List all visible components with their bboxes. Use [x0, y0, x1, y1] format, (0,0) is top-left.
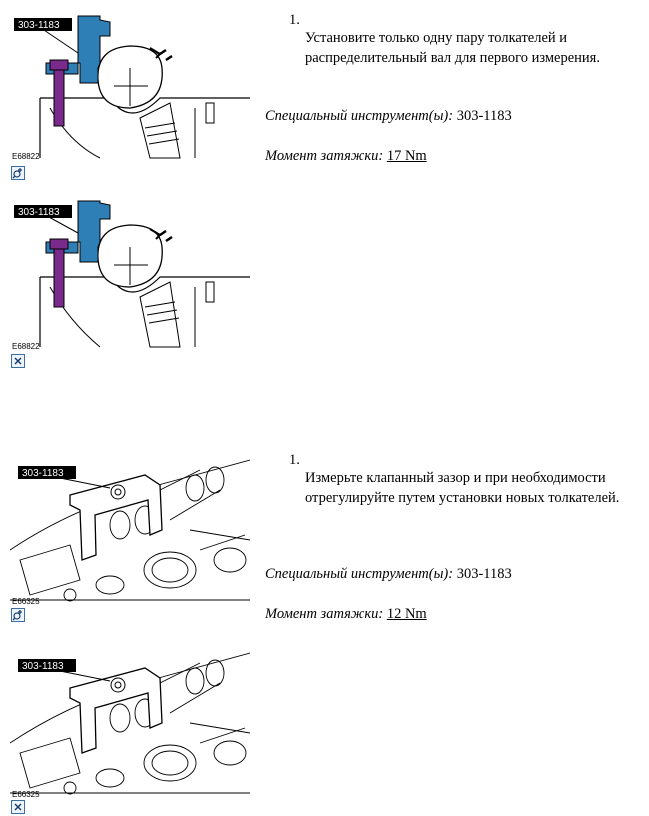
- special-tool-line: Специальный инструмент(ы): 303-1183: [265, 106, 645, 126]
- step-2: 1. Измерьте клапанный зазор и при необхо…: [265, 450, 645, 630]
- figure-code: E66325: [12, 597, 40, 606]
- figure-code: E66325: [12, 790, 40, 799]
- close-icon[interactable]: [11, 800, 25, 814]
- special-tool-label: Специальный инструмент(ы):: [265, 566, 454, 582]
- special-tool-label: Специальный инструмент(ы):: [265, 108, 454, 124]
- figure-code: E68822: [12, 342, 40, 351]
- zoom-in-icon[interactable]: [11, 608, 25, 622]
- torque-label: Момент затяжки:: [265, 148, 384, 164]
- step-number: 1.: [289, 452, 300, 468]
- special-tool-value: 303-1183: [456, 566, 512, 582]
- torque-value: 17 Nm: [386, 148, 427, 164]
- step-instruction: Установите только одну пару толкателей и…: [305, 30, 600, 66]
- step-number: 1.: [289, 12, 300, 28]
- special-tool-line: Специальный инструмент(ы): 303-1183: [265, 564, 645, 584]
- tool-tag: 303-1183: [22, 468, 64, 479]
- step-instruction: Измерьте клапанный зазор и при необходим…: [305, 470, 620, 506]
- close-icon[interactable]: [11, 354, 25, 368]
- figure-valve-clearance-1: 303-1183 E66325: [10, 450, 250, 606]
- torque-line: Момент затяжки: 17 Nm: [265, 146, 645, 166]
- torque-value: 12 Nm: [386, 606, 427, 622]
- torque-line: Момент затяжки: 12 Nm: [265, 604, 645, 624]
- torque-label: Момент затяжки:: [265, 606, 384, 622]
- figure-code: E68822: [12, 152, 40, 161]
- zoom-in-icon[interactable]: [11, 166, 25, 180]
- tool-tag: 303-1183: [18, 207, 60, 218]
- tool-tag: 303-1183: [18, 20, 60, 31]
- step-1: 1. Установите только одну пару толкателе…: [265, 10, 645, 170]
- figure-camshaft-tool-1: 303-1183 E68822: [10, 8, 250, 163]
- special-tool-value: 303-1183: [456, 108, 512, 124]
- figure-camshaft-tool-2: 303-1183 E68822: [10, 197, 250, 352]
- figure-valve-clearance-2: 303-1183 E66325: [10, 643, 250, 799]
- tool-tag: 303-1183: [22, 661, 64, 672]
